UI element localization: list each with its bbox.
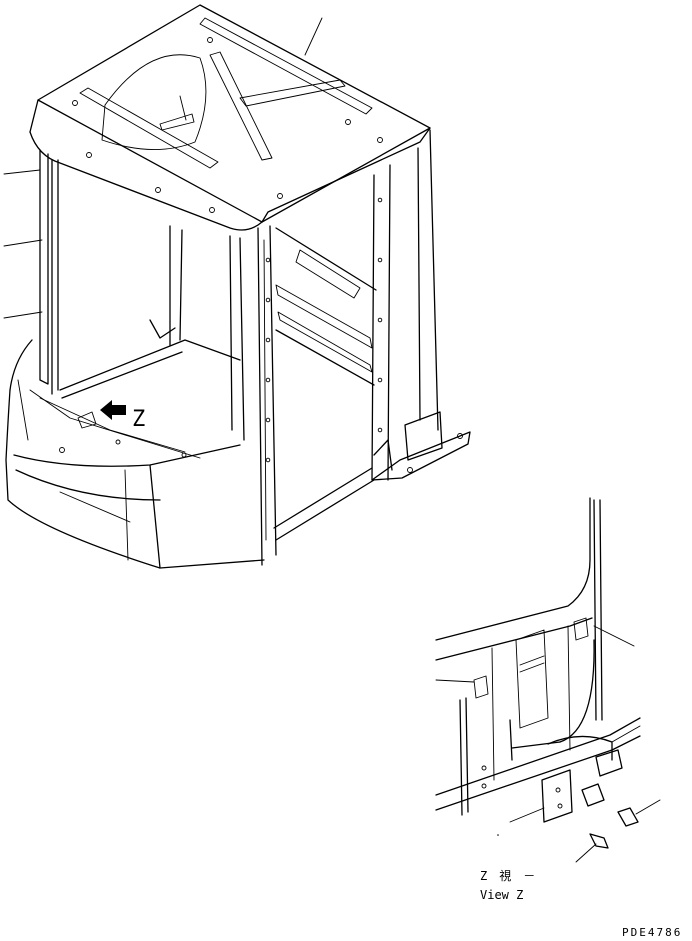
drawing-code: PDE4786 [622,926,682,939]
leader-lines-left [3,17,323,319]
view-z-arrow [100,400,126,420]
cab-front-panel [5,339,265,569]
view-z-title-jp: Z 視 － [480,868,535,883]
cab-pillars [39,129,439,566]
view-z-detail [435,497,661,863]
view-z-title-en: View Z [480,888,523,902]
cab-roof [29,4,431,231]
view-z-arrow-label: Z [132,407,145,432]
cab-floor-frame [59,227,471,541]
cab-side-trim [263,197,383,541]
cab-assembly: Z [3,4,471,569]
